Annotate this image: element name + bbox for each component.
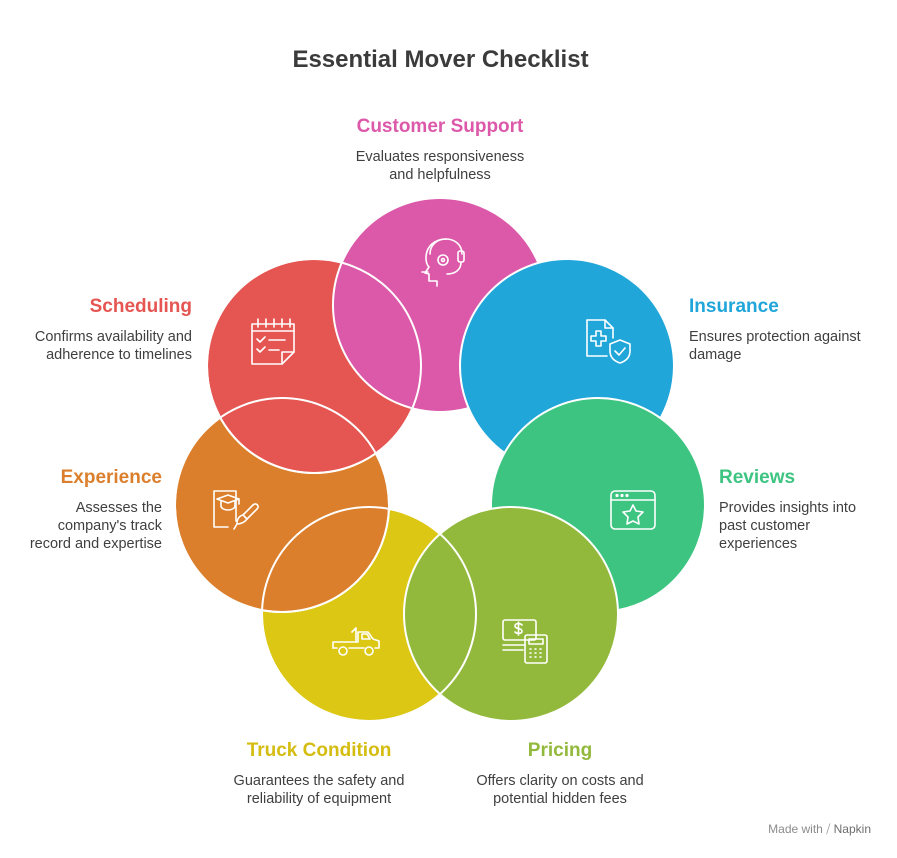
label-truck-condition: Truck Condition Guarantees the safety an… (199, 739, 439, 808)
money-calculator-icon (502, 619, 548, 664)
experience-desc-line: record and expertise (29, 536, 162, 552)
napkin-brand-text: Napkin (833, 822, 871, 836)
insurance-title: Insurance (689, 296, 779, 317)
insurance-desc-line: Ensures protection against (689, 329, 861, 345)
pricing-desc-line: Offers clarity on costs and (476, 773, 644, 789)
label-customer-support: Customer Support Evaluates responsivenes… (320, 115, 560, 184)
truck-condition-title: Truck Condition (246, 740, 392, 761)
label-experience: Experience Assesses the company's track … (0, 466, 162, 553)
page-title: Essential Mover Checklist (292, 46, 589, 73)
reviews-desc-line: experiences (719, 536, 798, 552)
headset-support-icon (421, 238, 465, 287)
experience-desc-line: Assesses the (75, 500, 162, 516)
circle-pricing (403, 506, 619, 722)
scheduling-description: Confirms availability and adherence to t… (0, 328, 192, 364)
label-insurance: Insurance Ensures protection against dam… (689, 295, 889, 364)
graduation-certificate-icon (213, 490, 259, 530)
pricing-desc-line: potential hidden fees (493, 791, 627, 807)
insurance-description: Ensures protection against damage (689, 328, 889, 364)
napkin-logo-icon: ⧸ (826, 822, 831, 836)
star-browser-window-icon (610, 490, 656, 530)
scheduling-desc-line: adherence to timelines (46, 347, 192, 363)
reviews-desc-line: Provides insights into (719, 500, 857, 516)
label-scheduling: Scheduling Confirms availability and adh… (0, 295, 192, 364)
experience-desc-line: company's track (57, 518, 162, 534)
napkin-watermark: Made with ⧸ Napkin (768, 822, 871, 837)
truck-condition-desc-line: reliability of equipment (246, 791, 392, 807)
reviews-title: Reviews (719, 467, 796, 488)
label-reviews: Reviews Provides insights into past cust… (719, 466, 889, 553)
reviews-description: Provides insights into past customer exp… (719, 499, 889, 553)
tow-truck-icon (332, 627, 380, 656)
pricing-title: Pricing (527, 740, 593, 761)
medical-shield-document-icon (586, 319, 631, 364)
experience-description: Assesses the company's track record and … (0, 499, 162, 553)
scheduling-desc-line: Confirms availability and (34, 329, 192, 345)
scheduling-title: Scheduling (89, 296, 192, 317)
outline-experience (174, 397, 390, 613)
customer-support-title: Customer Support (356, 116, 524, 137)
reviews-desc-line: past customer (719, 518, 811, 534)
customer-support-description: Evaluates responsiveness and helpfulness (320, 148, 560, 184)
truck-condition-description: Guarantees the safety and reliability of… (199, 772, 439, 808)
outline-scheduling (206, 258, 422, 474)
made-with-text: Made with (768, 822, 823, 836)
customer-support-desc-line: and helpfulness (389, 167, 491, 183)
experience-title: Experience (60, 467, 162, 488)
calendar-checklist-icon (251, 318, 295, 365)
truck-condition-desc-line: Guarantees the safety and (233, 773, 405, 789)
outline-truck-condition (261, 506, 477, 722)
label-pricing: Pricing Offers clarity on costs and pote… (440, 739, 680, 808)
pricing-description: Offers clarity on costs and potential hi… (440, 772, 680, 808)
customer-support-desc-line: Evaluates responsiveness (355, 149, 525, 165)
insurance-desc-line: damage (689, 347, 742, 363)
